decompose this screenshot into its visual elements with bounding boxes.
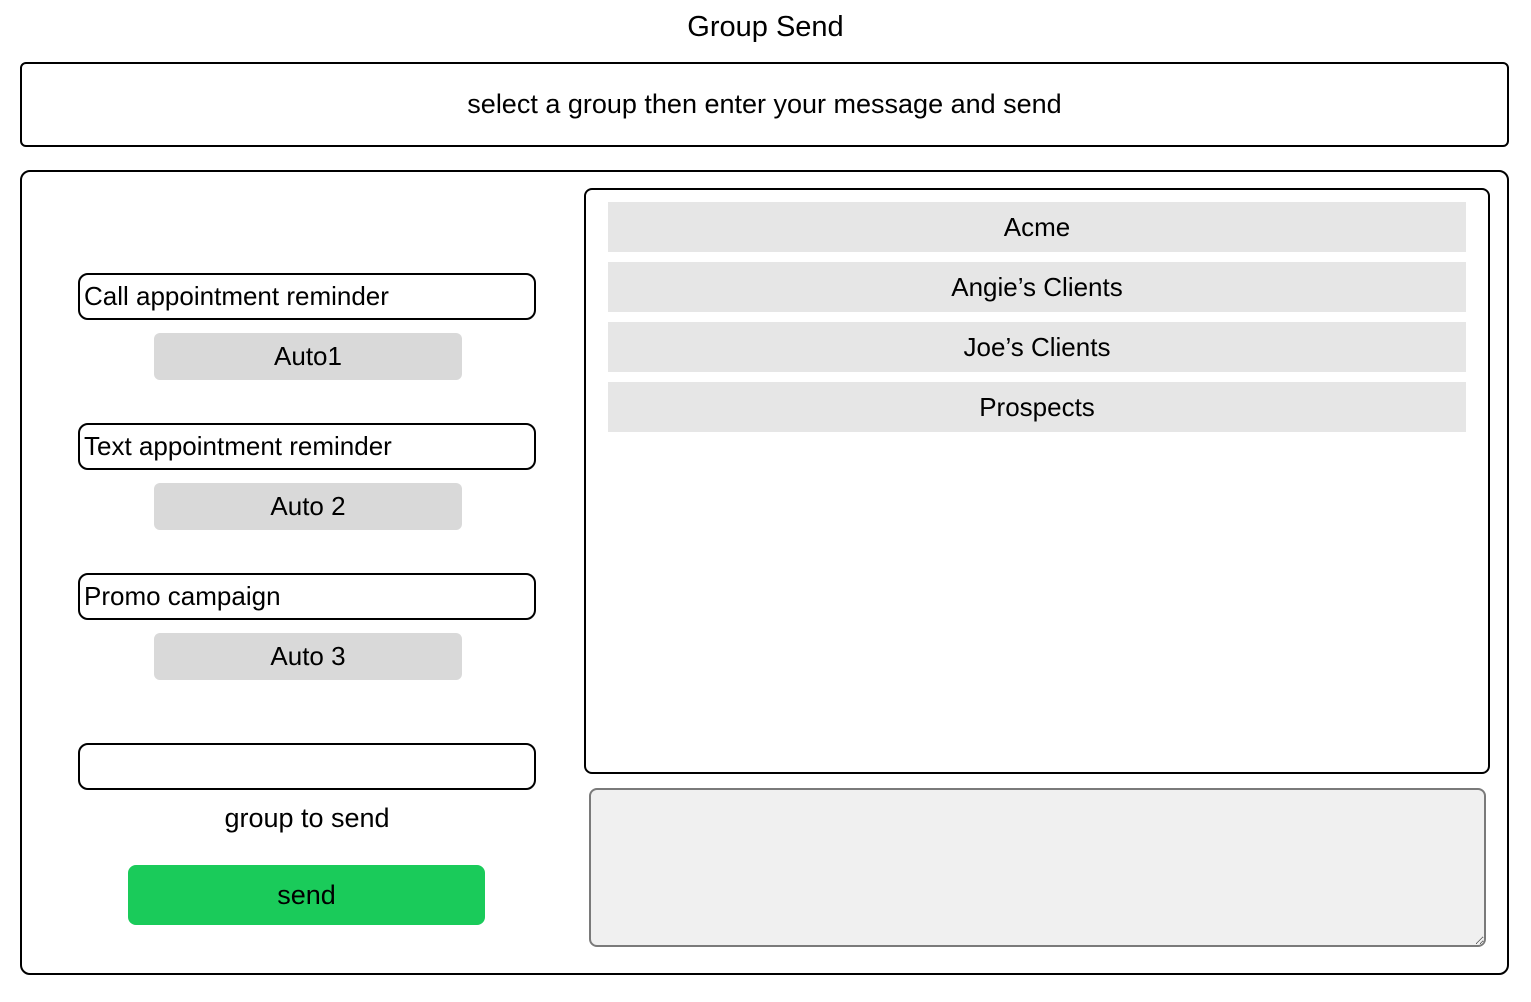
- auto-2-button[interactable]: Auto 2: [154, 483, 462, 530]
- auto-message-2-input[interactable]: [78, 423, 536, 470]
- group-item-joes-clients[interactable]: Joe’s Clients: [608, 322, 1466, 372]
- instruction-banner: select a group then enter your message a…: [20, 62, 1509, 147]
- instruction-text: select a group then enter your message a…: [467, 89, 1062, 119]
- group-item-angies-clients[interactable]: Angie’s Clients: [608, 262, 1466, 312]
- auto-3-button[interactable]: Auto 3: [154, 633, 462, 680]
- group-to-send-label: group to send: [224, 803, 390, 833]
- group-list-panel: Acme Angie’s Clients Joe’s Clients Prosp…: [584, 188, 1490, 774]
- auto-message-3-input[interactable]: [78, 573, 536, 620]
- group-item-acme[interactable]: Acme: [608, 202, 1466, 252]
- send-button[interactable]: send: [128, 865, 485, 925]
- group-to-send-input[interactable]: [78, 743, 536, 790]
- group-item-prospects[interactable]: Prospects: [608, 382, 1466, 432]
- page-title: Group Send: [687, 11, 844, 43]
- main-panel: Auto1 Auto 2 Auto 3 group to send send A…: [20, 170, 1509, 975]
- message-textarea[interactable]: [589, 788, 1486, 947]
- auto-message-1-input[interactable]: [78, 273, 536, 320]
- auto-1-button[interactable]: Auto1: [154, 333, 462, 380]
